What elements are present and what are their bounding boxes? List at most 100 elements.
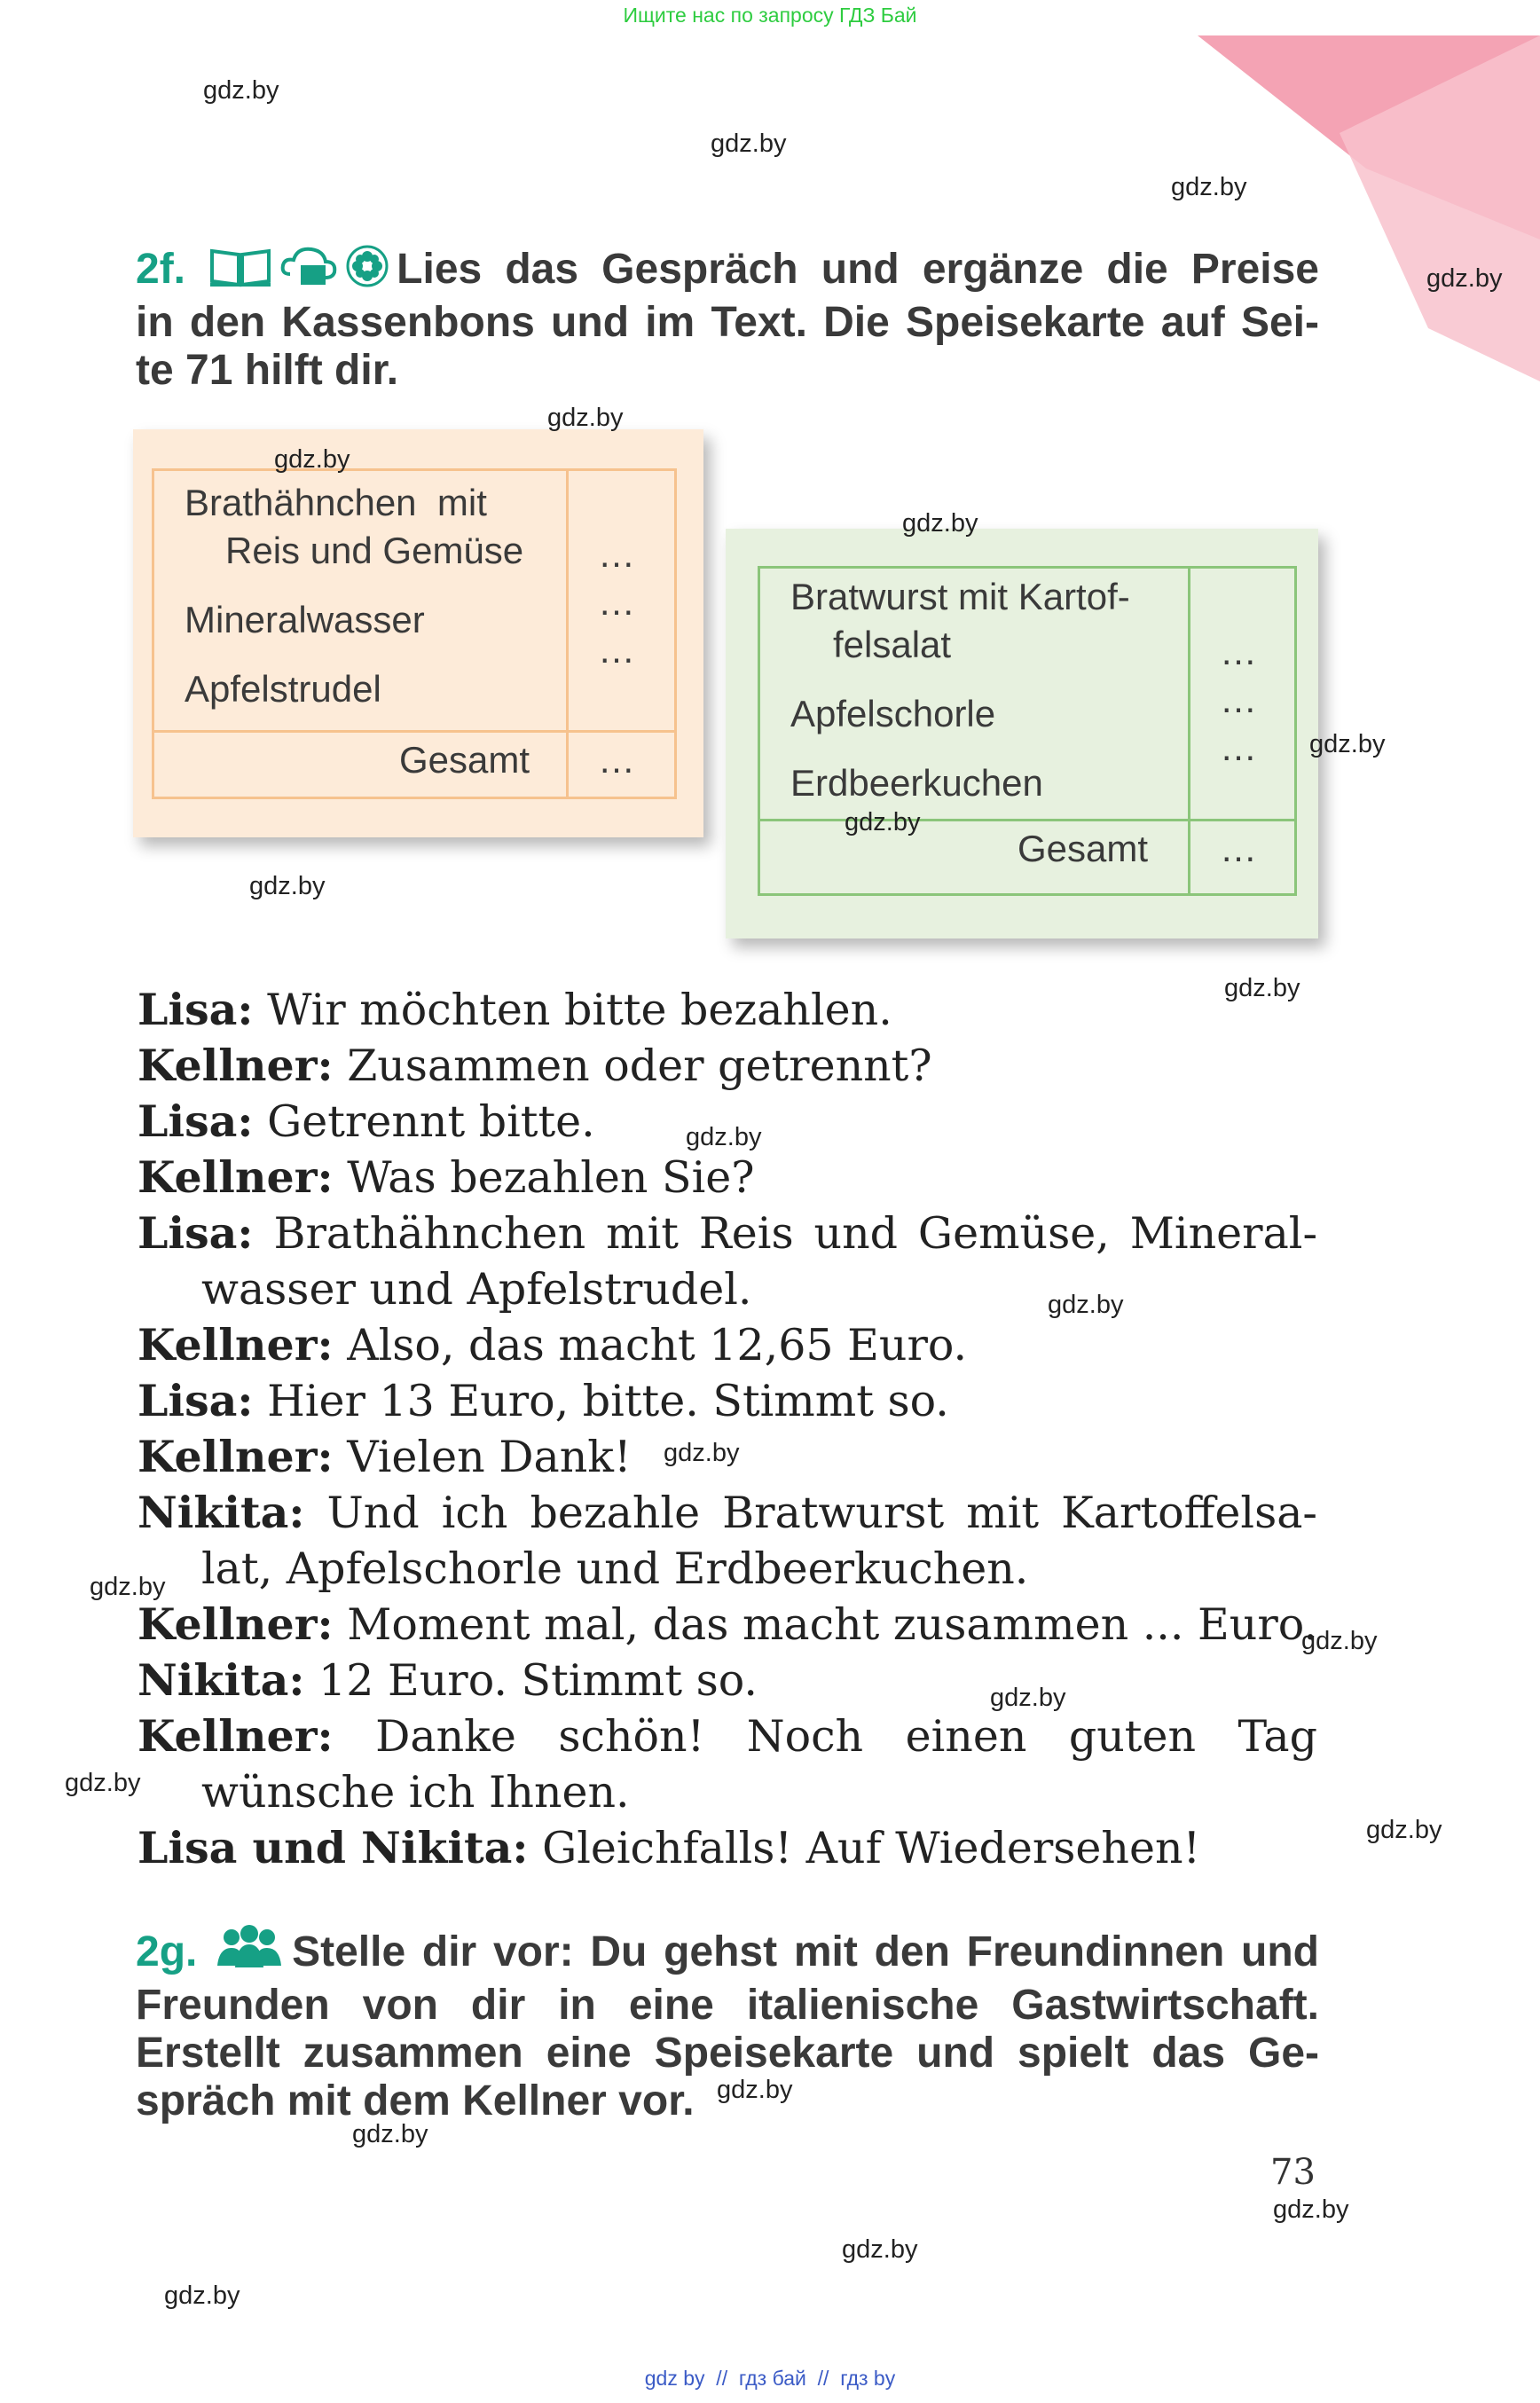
receipt-1-price1: … (598, 533, 635, 575)
receipt-2-table: Bratwurst mit Kartof- felsalat Apfelscho… (758, 566, 1297, 896)
receipt-2-total-value: … (1220, 828, 1257, 869)
footer-links: gdz by // гдз бай // гдз by (644, 2367, 896, 2390)
watermark: gdz.by (845, 808, 921, 836)
dialog-line: Nikita: Und ich bezahle Bratwurst mit Ka… (138, 1485, 1317, 1597)
receipt-1-table: Brathähnchen mit Reis und Gemüse Mineral… (152, 468, 677, 799)
line-text: Getrennt bitte. (267, 1096, 595, 1147)
watermark: gdz.by (664, 1439, 740, 1467)
dialog-line: Lisa und Nikita: Gleichfalls! Auf Wieder… (138, 1820, 1317, 1876)
speaker: Kellner: (138, 1710, 334, 1762)
dialog-line: Lisa: Getrennt bitte. (138, 1094, 1317, 1150)
speaker: Kellner: (138, 1319, 334, 1370)
exercise-2g-line2: Freunden von dir in eine italienische Ga… (136, 1982, 1319, 2029)
receipt-1-row-divider (154, 730, 674, 733)
line-text: Und ich bezahle Bratwurst mit Kartoffels… (201, 1488, 1317, 1594)
group-icon (214, 1925, 285, 1982)
receipt-1-price2: … (598, 581, 635, 623)
watermark: gdz.by (902, 509, 978, 538)
watermark: gdz.by (274, 445, 350, 474)
line-text: Brathähnchen mit Reis und Gemüse, Minera… (201, 1208, 1318, 1315)
receipt-1-item2: Mineralwasser (185, 599, 425, 640)
top-banner: Ищите нас по запросу ГДЗ Бай (623, 4, 917, 27)
dialog-line: Kellner: Zusammen oder getrennt? (138, 1038, 1317, 1094)
receipt-1: Brathähnchen mit Reis und Gemüse Mineral… (133, 429, 703, 837)
dialog-line: Kellner: Vielen Dank! (138, 1429, 1317, 1485)
dialog-line: Kellner: Moment mal, das macht zusammen … (138, 1597, 1317, 1653)
exercise-2g-line4: spräch mit dem Kellner vor. (136, 2077, 695, 2124)
line-text: Gleichfalls! Auf Wiedersehen! (542, 1823, 1201, 1873)
exercise-2f-instructions: 2f. Lies das Gespräch und ergänze die Pr… (136, 244, 1319, 395)
watermark: gdz.by (65, 1769, 141, 1797)
exercise-2f-line1: Lies das Gespräch und ergänze die Preise (397, 246, 1319, 293)
watermark: gdz.by (711, 130, 787, 158)
watermark: gdz.by (717, 2076, 793, 2104)
line-text: Also, das macht 12,65 Euro. (347, 1320, 968, 1370)
line-text: Wir möchten bitte bezahlen. (267, 985, 892, 1035)
speaker: Kellner: (138, 1151, 334, 1203)
speaker: Kellner: (138, 1598, 334, 1650)
dialog-line: Kellner: Was bezahlen Sie? (138, 1150, 1317, 1205)
dialog-line: Kellner: Danke schön! Noch einen guten T… (138, 1708, 1317, 1820)
receipt-1-item1-line2: Reis und Gemüse (225, 530, 524, 571)
dialog-line: Nikita: 12 Euro. Stimmt so. (138, 1653, 1317, 1708)
speaker: Lisa und Nikita: (138, 1822, 529, 1873)
receipt-1-item3: Apfelstrudel (185, 668, 381, 710)
exercise-2f-line3: te 71 hilft dir. (136, 347, 399, 394)
receipt-1-price3: … (598, 629, 635, 671)
watermark: gdz.by (1224, 974, 1300, 1002)
receipt-2-column-divider (1188, 569, 1190, 893)
watermark: gdz.by (1171, 173, 1247, 201)
page-number: 73 (1270, 2152, 1316, 2193)
dialog-line: Lisa: Brathähnchen mit Reis und Gemüse, … (138, 1205, 1317, 1317)
watermark: gdz.by (203, 76, 279, 105)
watermark: gdz.by (1273, 2195, 1349, 2224)
speaker: Lisa: (138, 984, 254, 1035)
watermark: gdz.by (1309, 730, 1386, 758)
dialog: Lisa: Wir möchten bitte bezahlen. Kellne… (138, 982, 1317, 1876)
dialog-line: Lisa: Hier 13 Euro, bitte. Stimmt so. (138, 1373, 1317, 1429)
speaker: Lisa: (138, 1095, 254, 1147)
speaker: Kellner: (138, 1431, 334, 1482)
watermark: gdz.by (249, 872, 326, 900)
exercise-2f-line2: in den Kassenbons und im Text. Die Speis… (136, 299, 1319, 346)
dialog-line: Lisa: Wir möchten bitte bezahlen. (138, 982, 1317, 1038)
cloud-folder-icon (279, 244, 338, 299)
line-text: Was bezahlen Sie? (347, 1152, 755, 1203)
watermark: gdz.by (1366, 1816, 1442, 1844)
speaker: Nikita: (138, 1654, 305, 1706)
dialog-line: Kellner: Also, das macht 12,65 Euro. (138, 1317, 1317, 1373)
receipt-2-item1-line1: Bratwurst mit Kartof- (790, 576, 1130, 617)
receipt-1-total-label: Gesamt (399, 739, 530, 781)
receipt-1-item1-line1: Brathähnchen mit (185, 482, 487, 523)
exercise-2g-line1: Stelle dir vor: Du gehst mit den Freundi… (292, 1928, 1319, 1975)
watermark: gdz.by (842, 2235, 918, 2264)
exercise-2g-instructions: 2g. Stelle dir vor: Du gehst mit den Fre… (136, 1925, 1319, 2125)
receipt-1-total-value: … (598, 739, 635, 781)
receipt-2-price3: … (1220, 726, 1257, 768)
speaker: Lisa: (138, 1375, 254, 1426)
corner-decoration (1198, 35, 1540, 381)
receipt-2-item2: Apfelschorle (790, 693, 996, 734)
line-text: Hier 13 Euro, bitte. Stimmt so. (267, 1376, 949, 1426)
watermark: gdz.by (547, 404, 624, 432)
exercise-2g-line3: Erstellt zusammen eine Speisekarte und s… (136, 2030, 1319, 2077)
watermark: gdz.by (164, 2281, 240, 2310)
exercise-2g-number: 2g. (136, 1928, 198, 1975)
line-text: Danke schön! Noch einen guten Tag wünsch… (201, 1711, 1317, 1818)
speaker: Nikita: (138, 1487, 305, 1538)
receipt-2-price2: … (1220, 679, 1257, 720)
watermark: gdz.by (990, 1684, 1066, 1712)
receipt-2: Bratwurst mit Kartof- felsalat Apfelscho… (726, 529, 1318, 938)
watermark: gdz.by (1301, 1627, 1378, 1655)
line-text: Vielen Dank! (347, 1432, 632, 1482)
line-text: Moment mal, das macht zusammen ... Euro. (347, 1599, 1317, 1650)
watermark: gdz.by (1426, 264, 1503, 293)
line-text: Zusammen oder getrennt? (347, 1041, 932, 1091)
receipt-2-total-label: Gesamt (1018, 828, 1149, 869)
flower-icon (345, 244, 389, 299)
watermark: gdz.by (1048, 1291, 1124, 1319)
watermark: gdz.by (686, 1123, 762, 1151)
watermark: gdz.by (352, 2120, 428, 2148)
book-icon (208, 246, 272, 299)
receipt-1-column-divider (566, 471, 569, 797)
